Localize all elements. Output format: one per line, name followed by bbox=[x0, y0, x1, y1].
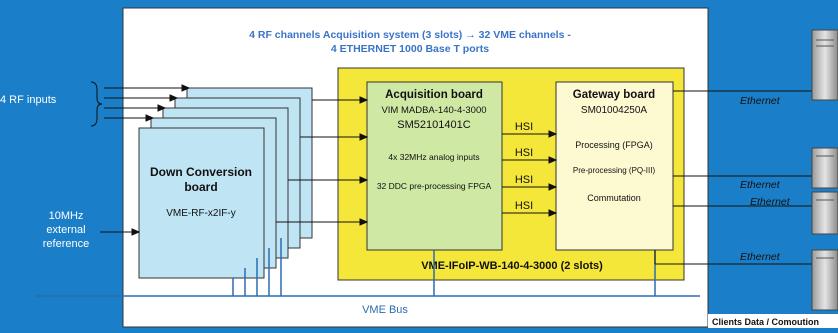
ethernet-label: Ethernet bbox=[740, 251, 781, 263]
server-icon bbox=[811, 249, 838, 311]
dc-title-2: board bbox=[184, 180, 217, 194]
hsi-label: HSI bbox=[515, 147, 533, 159]
dc-to-acq-arrows bbox=[276, 96, 369, 226]
gw-title: Gateway board bbox=[573, 89, 655, 101]
server-icon bbox=[811, 147, 838, 189]
server-icon bbox=[811, 29, 838, 101]
ethernet-label: Ethernet bbox=[750, 196, 791, 208]
server-icon bbox=[811, 191, 838, 235]
gw-serial: SM01004250A bbox=[581, 105, 647, 116]
rf-inputs-brace bbox=[90, 81, 103, 127]
gw-feature-3: Commutation bbox=[587, 193, 641, 203]
gw-feature-1: Processing (FPGA) bbox=[575, 140, 653, 150]
title-line-2: 4 ETHERNET 1000 Base T ports bbox=[331, 43, 489, 55]
gateway-board: Gateway board SM01004250A Processing (FP… bbox=[555, 81, 674, 251]
ethernet-label: Ethernet bbox=[740, 179, 781, 191]
acq-serial: SM52101401C bbox=[397, 119, 470, 131]
hsi-label: HSI bbox=[515, 121, 533, 133]
vme-bus-label: VME Bus bbox=[362, 304, 408, 316]
hsi-arrows bbox=[502, 130, 558, 217]
hsi-label: HSI bbox=[515, 174, 533, 186]
acq-title: Acquisition board bbox=[385, 89, 483, 101]
ref-line-1: 10MHz bbox=[49, 210, 84, 222]
ref-line-2: external bbox=[46, 224, 85, 236]
title-line-1: 4 RF channels Acquisition system (3 slot… bbox=[249, 29, 571, 41]
dc-model: VME-RF-x2IF-y bbox=[166, 208, 235, 219]
ethernet-label: Ethernet bbox=[740, 95, 781, 107]
ethernet-lines bbox=[654, 90, 812, 265]
down-conversion-board: Down Conversion board VME-RF-x2IF-y bbox=[138, 127, 265, 279]
reference-arrow bbox=[100, 228, 141, 236]
acq-feature-1: 4x 32MHz analog inputs bbox=[388, 152, 479, 162]
acquisition-board: Acquisition board VIM MADBA-140-4-3000 S… bbox=[366, 81, 503, 251]
dc-title-1: Down Conversion bbox=[150, 165, 252, 179]
clients-label-bg bbox=[708, 314, 838, 328]
gw-feature-2: Pre-processing (PQ-III) bbox=[573, 166, 656, 175]
rf-input-arrows bbox=[104, 84, 191, 122]
hsi-label: HSI bbox=[515, 200, 533, 212]
clients-label: Clients Data / Comoution bbox=[712, 317, 819, 327]
acq-feature-2: 32 DDC pre-processing FPGA bbox=[377, 181, 492, 191]
ref-line-3: reference bbox=[43, 238, 89, 250]
product-label: VME-IFoIP-WB-140-4-3000 (2 slots) bbox=[421, 260, 603, 272]
acq-model: VIM MADBA-140-4-3000 bbox=[381, 105, 486, 116]
rf-inputs-label: 4 RF inputs bbox=[0, 94, 57, 106]
